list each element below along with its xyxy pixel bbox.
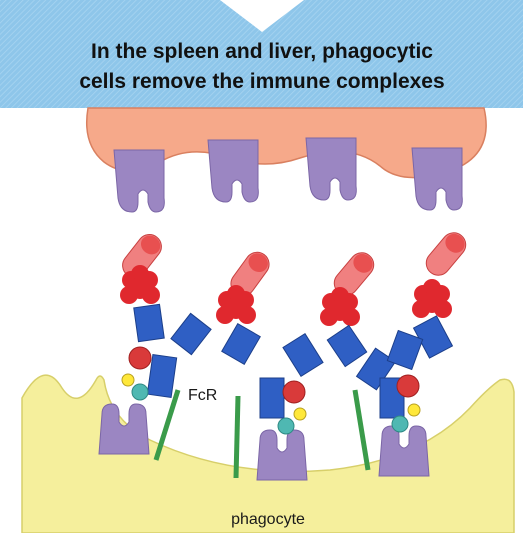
fcr-line [236, 396, 238, 478]
caption-line-1: In the spleen and liver, phagocytic [91, 40, 433, 63]
fc-receptor-icon [379, 426, 429, 476]
upper-cell [87, 108, 486, 212]
fcr-line [355, 390, 368, 470]
fc-receptor-icon [257, 430, 307, 480]
caption-line-2: cells remove the immune complexes [79, 70, 444, 93]
antibody-antigen-complex-icon [118, 230, 211, 400]
upper-receptor [412, 148, 462, 210]
upper-receptor [306, 138, 356, 200]
phagocyte-label: phagocyte [231, 511, 305, 528]
fc-receptor-icon [99, 404, 149, 454]
fcr-label: FcR [188, 387, 217, 404]
caption-banner: In the spleen and liver, phagocytic cell… [0, 0, 523, 108]
upper-receptor [114, 150, 164, 212]
upper-receptor [208, 140, 258, 202]
antibody-antigen-complex-icon [320, 248, 404, 418]
antibody-antigen-complex-icon [216, 248, 323, 434]
